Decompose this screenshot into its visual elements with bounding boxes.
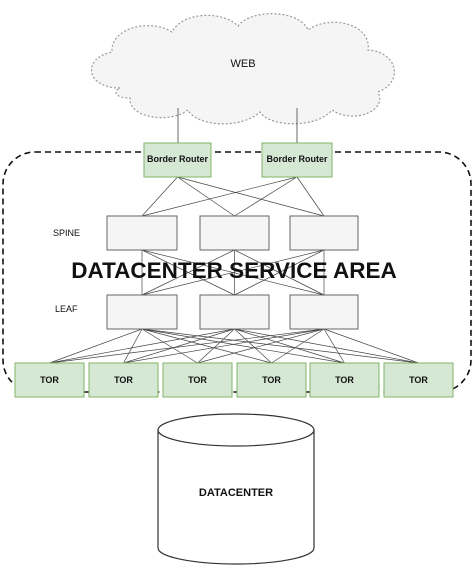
tor-label: TOR [188, 375, 207, 385]
uplinks [177, 108, 298, 143]
border-router-label: Border Router [266, 154, 328, 164]
leaf-switch[interactable] [289, 294, 359, 330]
links [49, 176, 419, 364]
link-line [177, 176, 325, 217]
link-line [141, 328, 345, 364]
link-line [49, 328, 235, 364]
link-line [323, 328, 419, 364]
link-line [123, 328, 325, 364]
spine-label: SPINE [53, 228, 80, 238]
link-line [141, 176, 178, 217]
tor-switch[interactable] [383, 362, 454, 398]
tor-switches: TOR TOR TOR TOR TOR TOR [14, 362, 454, 398]
link-line [234, 328, 272, 364]
service-area-title: DATACENTER SERVICE AREA [71, 258, 396, 283]
link-line [197, 328, 325, 364]
tor-switch[interactable] [14, 362, 85, 398]
cylinder-top [157, 413, 315, 447]
link-line [49, 328, 143, 364]
tor-label: TOR [262, 375, 281, 385]
link-line [271, 328, 325, 364]
spine-switch[interactable] [199, 215, 270, 251]
leaf-switch[interactable] [106, 294, 178, 330]
tor-label: TOR [335, 375, 354, 385]
spine-switch[interactable] [106, 215, 178, 251]
datacenter-label: DATACENTER [199, 487, 273, 499]
cloud-label: WEB [230, 58, 255, 70]
link-line [234, 328, 345, 364]
link-line [296, 176, 325, 217]
link-line [141, 328, 272, 364]
link-line [141, 328, 419, 364]
leaf-switch[interactable] [199, 294, 270, 330]
link-line [234, 249, 325, 296]
tor-switch[interactable] [236, 362, 307, 398]
datacenter-cylinder: DATACENTER [157, 413, 315, 565]
tor-label: TOR [40, 375, 59, 385]
leaf-switches [106, 294, 359, 330]
link-line [123, 328, 235, 364]
tor-label: TOR [114, 375, 133, 385]
cylinder-body [157, 430, 315, 565]
link-line [49, 328, 325, 364]
cloud-shape [91, 13, 395, 125]
link-line [123, 328, 143, 364]
tor-label: TOR [409, 375, 428, 385]
tor-switch[interactable] [162, 362, 233, 398]
link-line [141, 176, 298, 217]
link-line [323, 328, 345, 364]
border-router-box[interactable] [261, 142, 333, 178]
link-line [197, 328, 235, 364]
spine-switches [106, 215, 359, 251]
tor-switch[interactable] [88, 362, 159, 398]
border-routers: Border Router Border Router [143, 142, 333, 178]
link-line [141, 249, 235, 296]
web-cloud: WEB [91, 13, 395, 125]
link-line [234, 176, 298, 217]
border-router-box[interactable] [143, 142, 212, 178]
link-line [141, 249, 325, 296]
tor-switch[interactable] [309, 362, 380, 398]
spine-switch[interactable] [289, 215, 359, 251]
link-line [141, 328, 198, 364]
link-line [177, 176, 235, 217]
leaf-label: LEAF [55, 304, 78, 314]
link-line [234, 328, 419, 364]
border-router-label: Border Router [147, 154, 209, 164]
